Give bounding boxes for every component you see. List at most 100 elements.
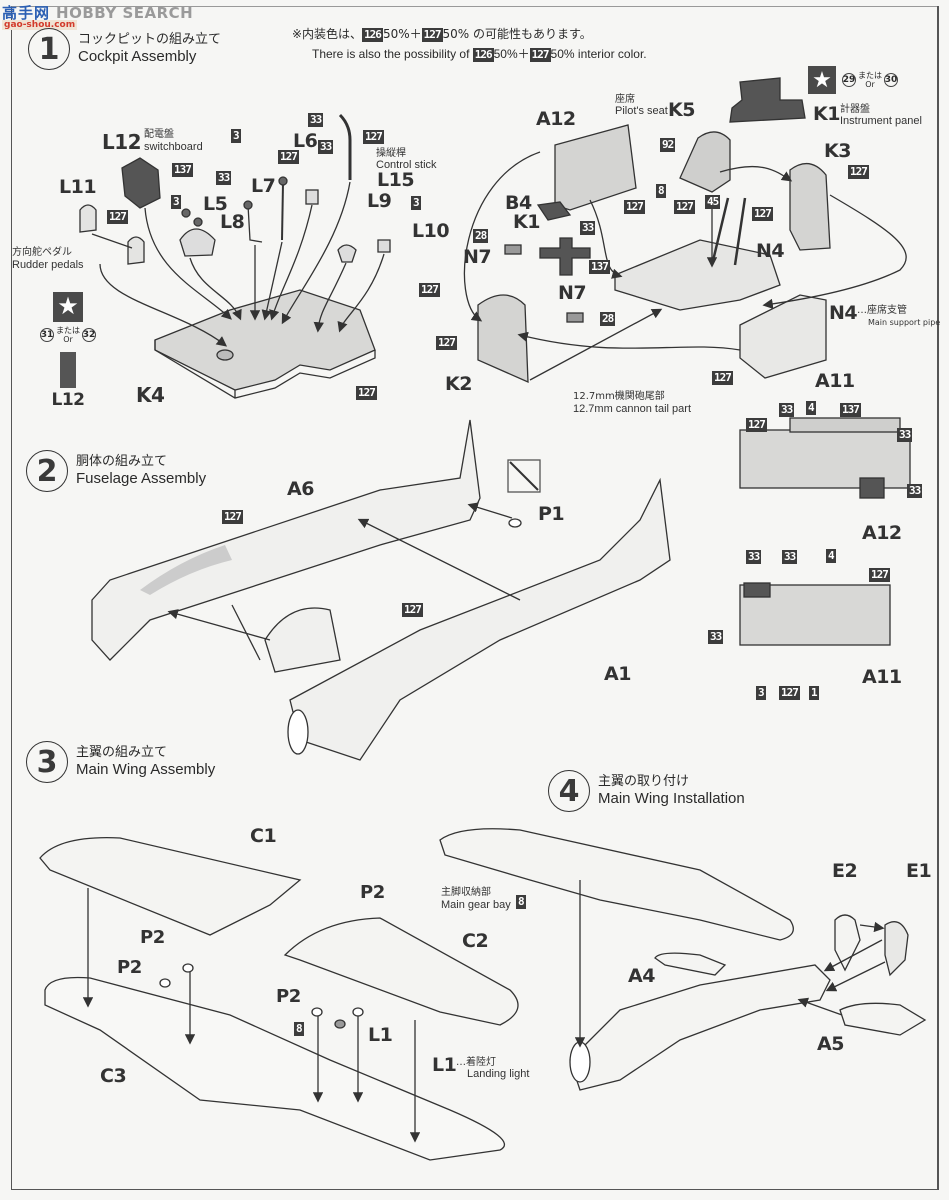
color-code-127: 127 [436,336,457,350]
step-title-jp: 胴体の組み立て [76,453,168,469]
color-code-127: 127 [674,200,695,214]
part-label-a12: A12 [536,108,576,130]
part-l11-rudder-pedals [79,204,145,265]
part-k3-bulkhead [789,163,831,251]
color-code-127: 127 [869,568,890,582]
step-2-header: 2 胴体の組み立て Fuselage Assembly [26,450,206,492]
color-code-8: 8 [516,895,526,909]
color-code-127: 127 [848,165,869,179]
part-p2 [182,963,194,973]
color-code-137: 137 [589,260,610,274]
part-l15-control-stick [338,113,352,180]
color-code-33: 33 [897,428,913,442]
support-pipe-jp: 座席支管 [867,305,907,316]
part-l1-landing-light [334,1019,346,1029]
part-label-l1: L1 [368,1024,393,1046]
step-title-en: Cockpit Assembly [78,47,197,65]
part-a5-stabilizer [839,1002,927,1036]
part-label-k3: K3 [824,140,851,162]
color-code-127: 127 [402,603,423,617]
part-label-p1: P1 [538,503,565,525]
color-code-box: 127 [529,47,551,62]
part-label-k2: K2 [445,373,472,395]
color-code-33: 33 [779,403,795,417]
part-label-l6: L6 [293,130,318,152]
note-jp-prefix: ※内装色は、 [292,27,363,41]
decal-number: 31 [40,328,54,342]
part-label-a11: A11 [815,370,855,392]
watermark-logo: 高手网 [2,4,51,22]
part-a11-side-panel [739,294,827,379]
note-en-suffix: interior color. [577,47,647,61]
step-title-jp: 主翼の取り付け [598,773,690,789]
part-label-l15: L15 [377,169,415,191]
color-code-1: 1 [809,686,819,700]
part-a12-side-panel [554,124,637,211]
watermark-brand: HOBBY SEARCH [56,3,194,22]
note-jp-suffix: の可能性もあります。 [473,27,592,41]
step-number-badge: 3 [26,741,68,783]
part-k1-instrument-panel [729,77,806,123]
step-3-header: 3 主翼の組み立て Main Wing Assembly [26,741,215,783]
part-label-l12-decal: L12 [51,390,86,410]
part-n4-support-pipe [710,197,730,266]
caption-landing-light-en: Landing light [467,1068,530,1080]
caption-landing-light-jp: …着陸灯 [456,1057,496,1068]
part-label-c3: C3 [100,1065,127,1087]
ellipsis: … [456,1057,466,1068]
color-code-137: 137 [172,163,193,177]
decal-number: 32 [82,328,96,342]
part-label-n4-callout: N4 [829,302,858,324]
color-code-127: 127 [278,150,299,164]
part-label-b4: B4 [505,192,532,214]
watermark: 高手网 HOBBY SEARCH [2,2,193,23]
caption-rudder-en: Rudder pedals [12,259,84,271]
caption-seat-jp: 座席 [615,94,635,105]
step-4-header: 4 主翼の取り付け Main Wing Installation [548,770,745,812]
part-b4 [536,201,572,221]
or-label-en: Or [63,335,73,344]
color-code-127: 127 [107,210,128,224]
part-label-l9: L9 [367,190,392,212]
caption-cannon-jp: 12.7mm機関砲尾部 [573,391,665,402]
color-code-33: 33 [580,221,596,235]
decal-number: 30 [884,73,898,87]
note-percent: 50% [493,47,518,61]
color-code-3: 3 [231,129,241,143]
color-code-8: 8 [294,1022,304,1036]
caption-gear-bay-en: Main gear bay [441,899,511,911]
ellipsis: … [857,305,867,316]
decal-star-icon: ★ [53,292,83,322]
part-c1-wing-top-left [39,837,302,936]
caption-control-stick-jp: 操縦桿 [376,148,406,159]
caption-instrument-jp: 計器盤 [840,104,870,115]
color-code-127: 127 [222,510,243,524]
part-label-p2: P2 [140,927,165,948]
watermark-domain: gao-shou.com [2,20,78,30]
color-code-4: 4 [806,401,816,415]
note-percent: 50% [550,47,575,61]
caption-switchboard-jp: 配電盤 [144,129,174,140]
color-code-137: 137 [840,403,861,417]
part-label-k5: K5 [668,99,695,121]
part-label-p2: P2 [117,957,142,978]
part-l9-lever [337,244,357,263]
part-label-k1-instrument: K1 [813,103,840,125]
step-number-badge: 2 [26,450,68,492]
caption-cannon-en: 12.7mm cannon tail part [573,403,692,415]
part-label-e1: E1 [906,860,932,882]
part-label-e2: E2 [832,860,858,882]
color-code-127: 127 [752,207,773,221]
part-n4-support-pipe [733,197,747,266]
part-k4-cockpit-floor [154,289,376,391]
caption-control-stick-en: Control stick [376,159,437,171]
step-title-jp: コックピットの組み立て [78,31,222,47]
caption-gear-bay-jp: 主脚収納部 [441,887,491,898]
part-label-a6: A6 [287,478,314,500]
part-label-n7: N7 [558,282,587,304]
step-1-header: 1 コックピットの組み立て Cockpit Assembly [28,28,221,70]
caption-support-pipe-jp: …座席支管 [857,305,907,316]
